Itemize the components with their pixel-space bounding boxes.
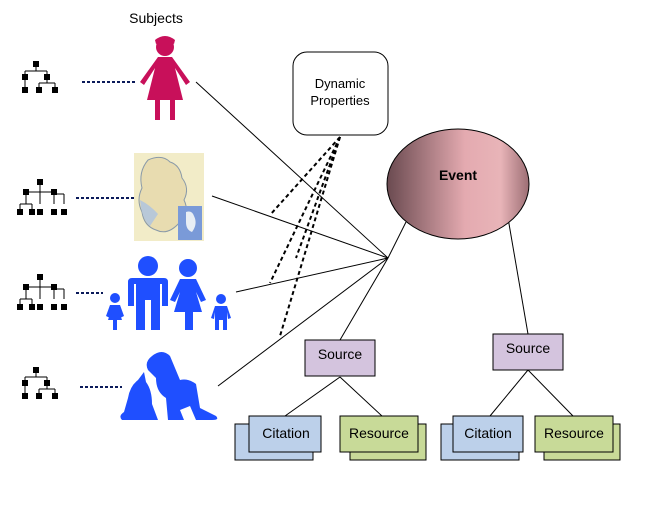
source-label-2: Source xyxy=(506,340,551,356)
woman-icon xyxy=(140,36,190,120)
pets-icon xyxy=(120,352,218,420)
resource-box-2 xyxy=(534,415,614,453)
map-icon xyxy=(134,153,204,241)
event-label: Event xyxy=(439,167,477,183)
dynamic-properties-box xyxy=(292,51,389,136)
resource-box-1 xyxy=(339,415,419,453)
tree-icon-2 xyxy=(16,178,68,216)
resource-label-1: Resource xyxy=(349,425,409,441)
source-links xyxy=(284,217,574,417)
family-icon xyxy=(106,256,231,330)
source-box-1 xyxy=(304,339,376,377)
source-box-2 xyxy=(492,333,564,371)
dynamic-property-links xyxy=(269,136,341,337)
tree-icon-4 xyxy=(21,366,59,400)
dynamic-properties-line1: Dynamic xyxy=(315,76,366,91)
tree-icon-1 xyxy=(21,60,59,94)
tree-icon-3 xyxy=(16,273,68,311)
event-node xyxy=(386,128,530,240)
source-label-1: Source xyxy=(318,346,363,362)
citation-label-1: Citation xyxy=(262,425,309,441)
resource-label-2: Resource xyxy=(544,425,604,441)
citation-box-1 xyxy=(248,415,322,453)
tree-subject-links xyxy=(76,81,137,388)
subjects-title: Subjects xyxy=(129,10,183,26)
citation-box-2 xyxy=(452,415,524,453)
subject-event-links xyxy=(195,81,407,387)
dynamic-properties-line2: Properties xyxy=(310,93,370,108)
citation-label-2: Citation xyxy=(464,425,511,441)
